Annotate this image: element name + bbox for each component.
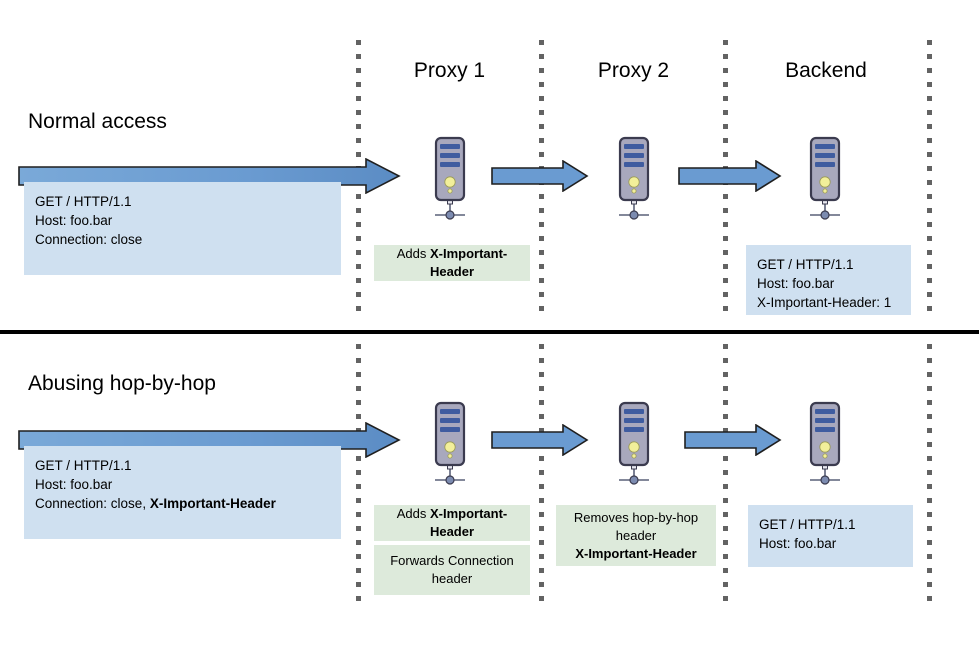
proxy2-to-backend-arrow-normal xyxy=(678,160,782,192)
client-request-box-abuse: GET / HTTP/1.1 Host: foo.bar Connection:… xyxy=(24,446,341,539)
action-text-plain: Adds xyxy=(396,506,430,521)
client-request-box-normal: GET / HTTP/1.1 Host: foo.bar Connection:… xyxy=(24,182,341,275)
request-line: Connection: close xyxy=(35,232,143,247)
section-divider xyxy=(0,330,979,334)
proxy1-to-proxy2-arrow-abuse xyxy=(491,424,589,456)
request-line: GET / HTTP/1.1 xyxy=(35,458,132,473)
action-text-bold: X-Important-Header xyxy=(429,506,508,539)
column-header-backend: Backend xyxy=(785,59,867,82)
action-text-plain: Removes hop-by-hop header xyxy=(573,509,699,543)
action-text: Adds X-Important-Header xyxy=(374,505,530,541)
lane-divider-line-8 xyxy=(927,344,932,609)
request-line: Host: foo.bar xyxy=(757,276,835,291)
proxy1-action-box-normal: Adds X-Important-Header xyxy=(374,245,530,281)
lane-divider-line-5 xyxy=(356,344,361,609)
lane-divider-line-6 xyxy=(539,344,544,609)
request-line: Host: foo.bar xyxy=(35,213,113,228)
request-line: Host: foo.bar xyxy=(35,477,113,492)
backend-request-box-normal: GET / HTTP/1.1 Host: foo.bar X-Important… xyxy=(746,245,911,315)
server-tower-icon xyxy=(802,135,848,222)
proxy1-action-box-abuse-2: Forwards Connection header xyxy=(374,545,530,595)
action-text-plain: Forwards Connection header xyxy=(390,553,514,586)
proxy1-to-proxy2-arrow-normal xyxy=(491,160,589,192)
request-line-plain: Connection: close, xyxy=(35,496,150,511)
action-text-plain: Adds xyxy=(396,246,430,261)
request-line: Connection: close, X-Important-Header xyxy=(35,494,330,513)
section-title-normal-access: Normal access xyxy=(28,110,167,133)
request-line-bold: X-Important-Header xyxy=(149,496,276,511)
backend-request-box-abuse: GET / HTTP/1.1 Host: foo.bar xyxy=(748,505,913,567)
request-line: Host: foo.bar xyxy=(759,536,837,551)
proxy1-action-box-abuse-1: Adds X-Important-Header xyxy=(374,505,530,541)
action-text: Adds X-Important-Header xyxy=(374,245,530,281)
server-tower-icon xyxy=(427,400,473,487)
request-line: GET / HTTP/1.1 xyxy=(759,517,856,532)
request-line: GET / HTTP/1.1 xyxy=(35,194,132,209)
column-header-proxy-2: Proxy 2 xyxy=(597,59,670,82)
request-line: X-Important-Header: 1 xyxy=(757,295,892,310)
server-tower-icon xyxy=(611,135,657,222)
server-tower-icon xyxy=(427,135,473,222)
action-text-bold: X-Important-Header xyxy=(429,246,508,279)
request-line: GET / HTTP/1.1 xyxy=(757,257,854,272)
action-text: Forwards Connection header xyxy=(374,552,530,588)
server-tower-icon xyxy=(802,400,848,487)
server-tower-icon xyxy=(611,400,657,487)
column-header-proxy-1: Proxy 1 xyxy=(413,59,486,82)
action-text-bold: X-Important-Header xyxy=(575,545,697,561)
proxy2-to-backend-arrow-abuse xyxy=(684,424,782,456)
lane-divider-line-4 xyxy=(927,40,932,315)
lane-divider-line-7 xyxy=(723,344,728,609)
section-title-abusing-hop-by-hop: Abusing hop-by-hop xyxy=(28,372,216,395)
